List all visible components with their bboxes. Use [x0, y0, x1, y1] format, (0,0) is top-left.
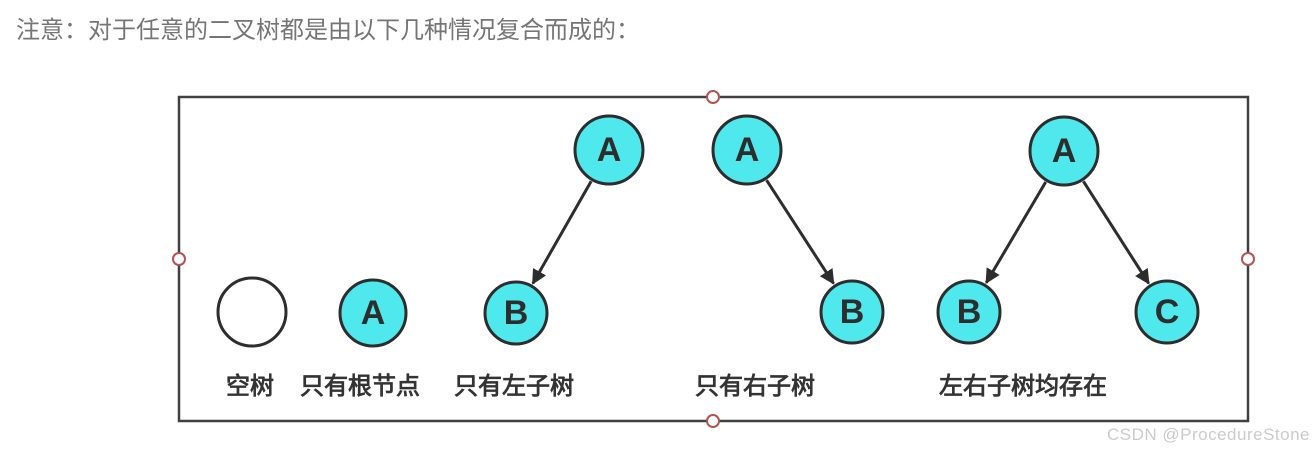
caption-both-subtrees: 左右子树均存在: [939, 372, 1107, 400]
selection-handle-top-icon[interactable]: [706, 90, 720, 104]
caption-empty-tree: 空树: [226, 372, 274, 400]
page-title: 注意：对于任意的二叉树都是由以下几种情况复合而成的：: [16, 17, 640, 44]
caption-right-subtree: 只有右子树: [695, 373, 815, 400]
tree-node-left-case-a: [573, 114, 645, 186]
tree-node-left-case-b: [483, 280, 549, 346]
edge-left-case-a-to-left-case-b: [531, 180, 593, 285]
tree-node-label-both-case-b: B: [957, 293, 982, 331]
tree-node-label-root-only-a: A: [361, 294, 386, 332]
selection-handle-bottom-icon[interactable]: [706, 414, 720, 428]
tree-node-label-right-case-b: B: [840, 293, 865, 331]
tree-node-right-case-a: [711, 114, 783, 186]
selection-handle-right-icon[interactable]: [1241, 252, 1255, 266]
tree-node-label-both-case-c: C: [1155, 293, 1180, 331]
tree-node-label-right-case-a: A: [735, 131, 760, 169]
caption-root-only: 只有根节点: [300, 372, 420, 400]
selection-handle-left-icon[interactable]: [172, 252, 186, 266]
edge-both-case-a-to-both-case-b: [984, 181, 1047, 285]
tree-node-empty-tree: [216, 276, 288, 348]
tree-node-right-case-b: [819, 279, 885, 345]
edge-right-case-a-to-right-case-b: [765, 179, 835, 285]
tree-node-both-case-a: [1028, 115, 1100, 187]
tree-node-both-case-c: [1134, 279, 1200, 345]
edge-both-case-a-to-both-case-c: [1082, 180, 1150, 285]
tree-node-label-left-case-b: B: [504, 294, 529, 332]
tree-node-both-case-b: [936, 279, 1002, 345]
caption-left-subtree: 只有左子树: [454, 373, 574, 400]
watermark: CSDN @ProcedureStone: [1106, 425, 1310, 444]
tree-node-label-both-case-a: A: [1052, 132, 1077, 170]
tree-node-label-left-case-a: A: [597, 131, 622, 169]
tree-node-root-only-a: [338, 278, 408, 348]
